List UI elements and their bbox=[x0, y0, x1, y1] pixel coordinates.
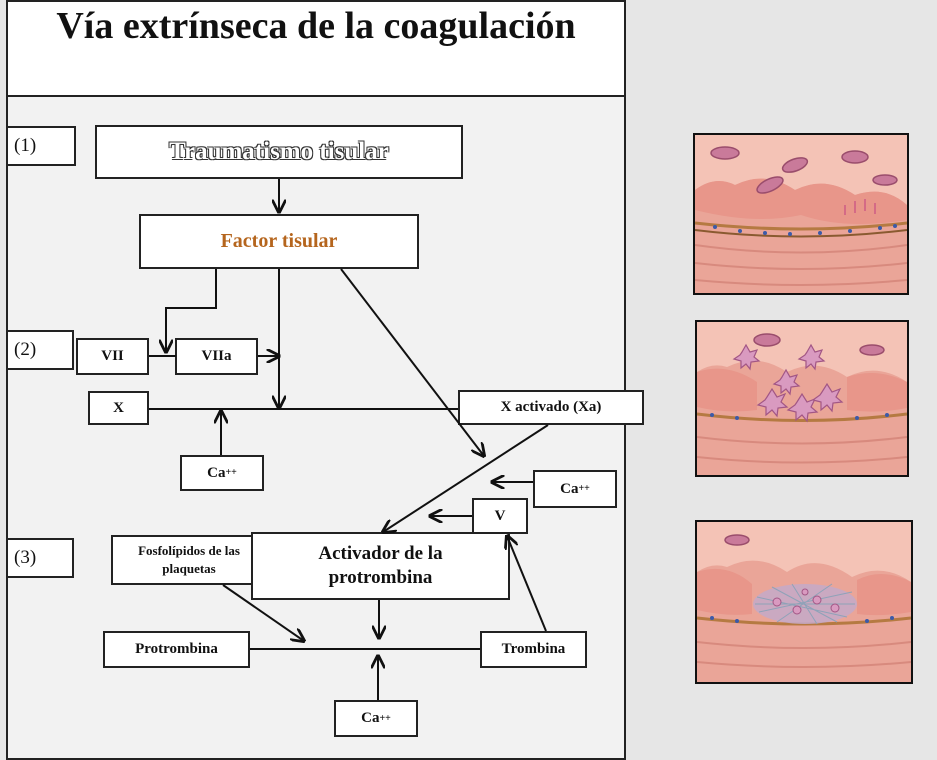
v-label: V bbox=[494, 507, 506, 524]
ca-node-2: Ca++ bbox=[533, 470, 617, 508]
tissue-injury-icon bbox=[695, 135, 907, 293]
step-1-label: (1) bbox=[14, 135, 37, 156]
x-label: X bbox=[113, 399, 124, 416]
vii-node: VII bbox=[76, 338, 149, 375]
arrow-trombina-to-v bbox=[507, 536, 547, 632]
fosfolipidos-label: Fosfolípidos de las plaquetas bbox=[138, 543, 240, 576]
step-3-marker: (3) bbox=[6, 538, 74, 578]
x-activado-label: X activado (Xa) bbox=[500, 399, 602, 415]
ca-label-2: Ca bbox=[560, 480, 579, 497]
arrow-xa-to-activador bbox=[383, 424, 549, 532]
arrow-factor-to-viia bbox=[166, 269, 217, 352]
step-3-label: (3) bbox=[14, 547, 37, 568]
ca-node-3: Ca++ bbox=[334, 700, 418, 737]
arrow-fosfolipidos bbox=[222, 584, 304, 641]
x-node: X bbox=[88, 391, 149, 425]
fibrin-clot-image bbox=[695, 520, 913, 684]
factor-tisular-label: Factor tisular bbox=[220, 230, 338, 252]
title-box: Vía extrínseca de la coagulación bbox=[8, 2, 624, 97]
protrombina-label: Protrombina bbox=[135, 641, 218, 657]
fibrin-clot-icon bbox=[697, 522, 911, 682]
arrow-factor-diagonal bbox=[340, 268, 484, 456]
platelet-plug-icon bbox=[697, 322, 907, 475]
protrombina-node: Protrombina bbox=[103, 631, 250, 668]
ca-node-1: Ca++ bbox=[180, 455, 264, 491]
x-activado-node: X activado (Xa) bbox=[458, 390, 644, 425]
page-title: Vía extrínseca de la coagulación bbox=[56, 5, 576, 47]
fosfolipidos-node: Fosfolípidos de las plaquetas bbox=[111, 535, 267, 585]
ca-label-1: Ca bbox=[207, 464, 226, 481]
vii-label: VII bbox=[101, 348, 124, 364]
factor-tisular-node: Factor tisular bbox=[139, 214, 419, 269]
trombina-label: Trombina bbox=[501, 641, 566, 657]
traumatismo-tisular-node: Traumatismo tisular bbox=[95, 125, 463, 179]
ca-label-3: Ca bbox=[361, 710, 380, 726]
step-1-marker: (1) bbox=[6, 126, 76, 166]
tissue-injury-image bbox=[693, 133, 909, 295]
platelet-plug-image bbox=[695, 320, 909, 477]
step-2-marker: (2) bbox=[6, 330, 74, 370]
trombina-node: Trombina bbox=[480, 631, 587, 668]
step-2-label: (2) bbox=[14, 339, 37, 360]
viia-label: VIIa bbox=[201, 348, 232, 364]
traumatismo-tisular-label: Traumatismo tisular bbox=[169, 138, 389, 165]
activador-protrombina-node: Activador de la protrombina bbox=[251, 532, 510, 600]
activador-protrombina-label: Activador de la protrombina bbox=[318, 543, 443, 588]
